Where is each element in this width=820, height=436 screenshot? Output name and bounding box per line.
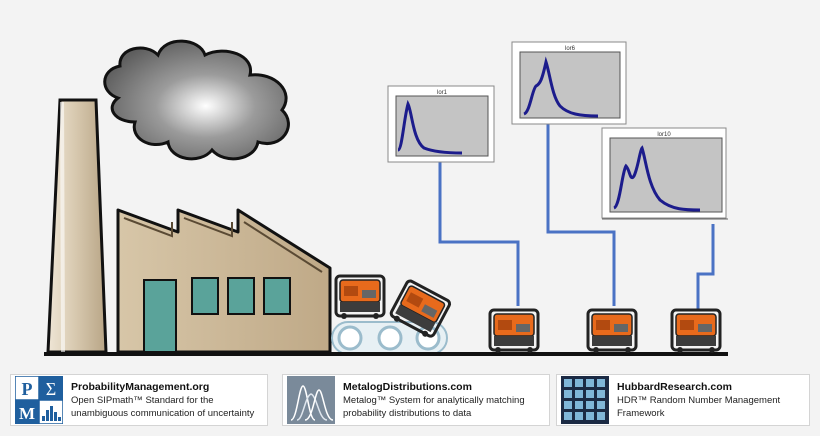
smoke-cloud [103,39,290,161]
factory-window [191,277,219,315]
distribution-curve [523,56,599,118]
footer-card-metalog[interactable]: MetalogDistributions.com Metalog™ System… [282,374,550,426]
chart-middle: lor6 [511,41,627,125]
generator-icon [586,308,638,353]
connector-middle [546,124,616,306]
footer-title: ProbabilityManagement.org [71,380,210,393]
metalog-logo [287,376,335,424]
generator-icon [488,308,540,353]
footer-desc: Open SIPmath™ Standard for the unambiguo… [71,394,255,419]
footer-desc: Metalog™ System for analytically matchin… [343,394,525,419]
chart-right-title: lor10 [657,132,671,138]
factory-scene: lor1 lor6 lor10 [44,39,728,356]
svg-text:M: M [19,404,35,423]
chimney [46,98,108,354]
distribution-curve [396,99,463,155]
footer-card-hubbard[interactable]: HubbardResearch.com HDR™ Random Number M… [556,374,810,426]
footer-title: HubbardResearch.com [617,380,732,393]
factory-building [116,208,332,354]
chart-left: lor1 [387,85,495,163]
chart-middle-title: lor6 [565,46,576,52]
generator-icon [334,274,386,319]
footer-desc: HDR™ Random Number Management Framework [617,394,781,419]
probability-management-logo: P Σ M [15,376,63,424]
connector-left [438,162,520,306]
svg-text:P: P [22,379,33,399]
hubbard-grid-logo [561,376,609,424]
footer-title: MetalogDistributions.com [343,380,472,393]
factory-door [143,279,177,353]
chart-right: lor10 [601,127,728,220]
factory-window [263,277,291,315]
distribution-curve [612,145,701,212]
factory-window [227,277,255,315]
footer-card-probability-management[interactable]: P Σ M ProbabilityManagement.org Open SIP… [10,374,268,426]
chart-left-title: lor1 [437,90,448,96]
connector-lines [438,124,715,310]
connector-right [696,224,715,310]
svg-text:Σ: Σ [46,379,56,399]
generator-icon [670,308,722,353]
generator-icon [389,279,452,338]
